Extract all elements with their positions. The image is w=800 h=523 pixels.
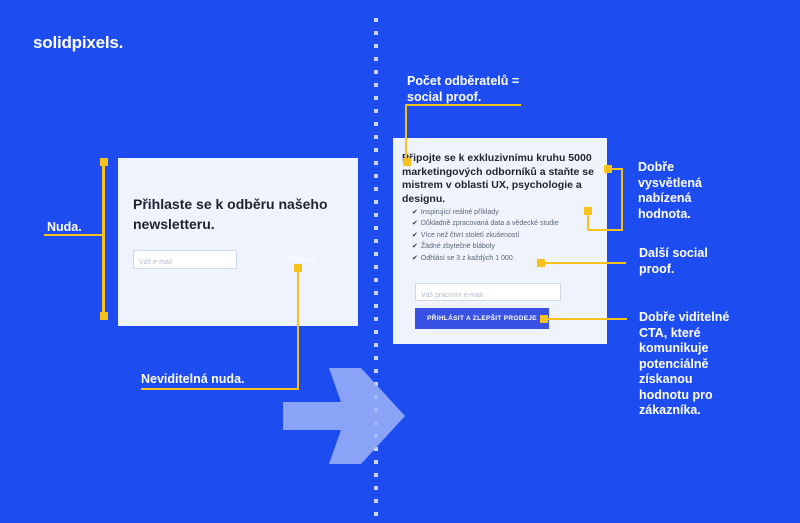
- annotation-line: Dobře: [638, 160, 675, 174]
- connector-line: [621, 168, 623, 231]
- email-field-after[interactable]: [415, 283, 561, 304]
- benefit-text: Inspirující reálné příklady: [420, 209, 499, 216]
- connector-line: [297, 268, 299, 390]
- subscribe-button-before[interactable]: Přihlásit se: [262, 250, 342, 269]
- connector-line: [544, 262, 626, 264]
- annotation-social-proof: Další social proof.: [639, 246, 708, 277]
- marker-square: [584, 207, 592, 215]
- check-icon: ✔: [412, 209, 418, 216]
- benefit-text: Odhlásí se 3 z každých 1 000: [420, 254, 513, 262]
- check-icon: ✔: [412, 231, 418, 239]
- annotation-line: zákazníka.: [639, 403, 701, 417]
- benefit-list: ✔Inspirující reálné příklady ✔Důkladně z…: [412, 207, 602, 264]
- marker-square: [537, 259, 545, 267]
- list-item: ✔Odhlásí se 3 z každých 1 000: [412, 253, 602, 264]
- annotation-line: CTA, které: [639, 325, 701, 340]
- annotation-line: nabízená: [638, 191, 692, 205]
- annotation-line: hodnota.: [638, 206, 691, 221]
- newsletter-title-before: Přihlaste se k odběru našeho newsletteru…: [133, 196, 328, 232]
- annotation-line: získanou: [639, 372, 693, 386]
- cta-button[interactable]: PŘIHLÁSIT A ZLEPŠIT PRODEJE: [415, 308, 549, 329]
- email-input-before[interactable]: [134, 254, 236, 271]
- list-item: ✔Důkladně zpracovaná data a vědecké stud…: [412, 218, 602, 229]
- marker-square: [403, 158, 411, 166]
- brand-logo: solidpixels.: [33, 33, 124, 52]
- annotation-line: komunikuje: [639, 341, 709, 355]
- email-field-before[interactable]: [133, 250, 237, 271]
- list-item: ✔Inspirující reálné příklady: [412, 207, 602, 218]
- annotation-line: social proof.: [407, 89, 482, 104]
- annotation-line: Počet odběratelů =: [407, 74, 520, 88]
- connector-line: [405, 104, 521, 106]
- bracket-line: [102, 162, 105, 316]
- annotation-line: Dobře viditelné: [639, 310, 730, 324]
- marker-square: [100, 312, 108, 320]
- list-item: ✔Více než čtvrt století zkušeností: [412, 230, 602, 241]
- connector-line: [587, 212, 589, 230]
- newsletter-title-after: Připojte se k exkluzivnímu kruhu 5000 ma…: [402, 152, 594, 205]
- annotation-subscriber-count: Počet odběratelů = social proof.: [407, 74, 519, 105]
- annotation-line: potenciálně: [639, 356, 709, 371]
- benefit-text: Žádné zbytečné bláboly: [420, 243, 495, 251]
- connector-line: [44, 234, 104, 236]
- marker-square: [100, 158, 108, 166]
- connector-line: [141, 388, 299, 390]
- annotation-line: vysvětlená: [638, 175, 702, 190]
- list-item: ✔Žádné zbytečné bláboly: [412, 241, 602, 252]
- email-input-after[interactable]: [416, 287, 560, 304]
- annotation-cta: Dobře viditelné CTA, které komunikuje po…: [639, 310, 729, 419]
- annotation-line: hodnotu pro: [639, 387, 713, 402]
- connector-line: [405, 104, 407, 162]
- benefit-text: Více než čtvrt století zkušeností: [420, 231, 520, 239]
- annotation-invisible: Neviditelná nuda.: [141, 372, 245, 386]
- connector-line: [610, 168, 622, 170]
- dotted-divider: [374, 18, 378, 523]
- connector-line: [547, 318, 627, 320]
- newsletter-card-before: [118, 158, 358, 326]
- arrow-right-icon: [283, 368, 405, 464]
- annotation-line: Další social: [639, 246, 708, 260]
- annotation-value-prop: Dobře vysvětlená nabízená hodnota.: [638, 160, 702, 222]
- check-icon: ✔: [412, 254, 418, 262]
- annotation-boring: Nuda.: [47, 220, 82, 234]
- check-icon: ✔: [412, 220, 418, 228]
- marker-square: [540, 315, 548, 323]
- check-icon: ✔: [412, 243, 418, 251]
- annotation-line: proof.: [639, 261, 675, 276]
- benefit-text: Důkladně zpracovaná data a vědecké studi…: [420, 220, 559, 228]
- connector-line: [588, 229, 622, 231]
- marker-square: [604, 165, 612, 173]
